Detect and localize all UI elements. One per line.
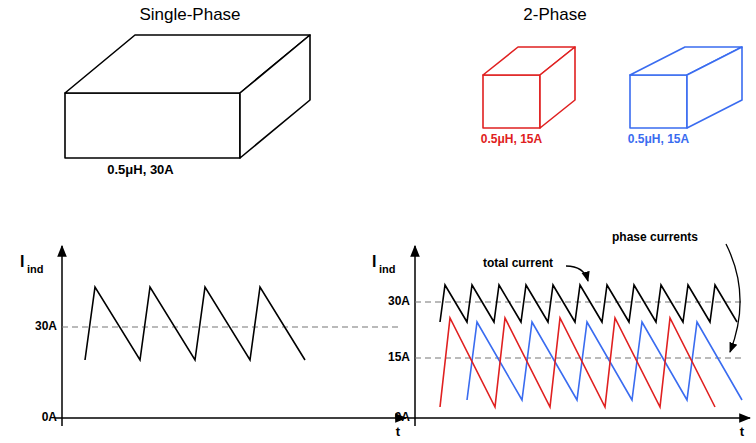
total-current [440,285,737,322]
y-axis [414,246,416,426]
tick-label: 0A [395,411,410,424]
tick-label: 15A [388,351,410,364]
y-axis [61,246,63,426]
box-face [540,47,575,128]
inductor-outline [65,35,312,160]
tick-label: 30A [388,295,410,308]
axis-label: I [20,253,24,271]
column-heading: Single-Phase [139,6,240,25]
box-face [240,35,310,158]
box-face [687,47,742,128]
annotation: total current [483,257,553,270]
inductor-rating: 0.5μH, 30A [107,163,174,177]
axis-label: t [396,425,400,439]
tick-label: 0A [42,411,57,424]
reference-line [415,301,745,302]
tick-label: 30A [35,320,57,333]
phase-current [467,322,742,400]
leader-arrow [566,266,588,281]
axis-label-subscript: ind [379,263,396,275]
x-axis [55,417,406,419]
inductor-box: 0.5μH, 30A [65,35,310,179]
inductor-outline [483,47,577,130]
inductor-rating: 0.5μH, 15A [628,133,689,146]
inductor-box: 0.5μH, 15A [630,47,742,148]
x-axis [408,417,750,419]
axis-label-subscript: ind [27,263,44,275]
axis-label: t [740,425,744,439]
phase-current [440,318,715,407]
box-face [630,75,687,128]
box-face [65,93,240,158]
leader-arrow [726,244,740,352]
box-face [483,75,540,128]
inductor-current [85,287,305,360]
axis-label: I [372,253,376,271]
reference-line [62,326,400,327]
waveforms [85,285,742,407]
inductor-rating: 0.5μH, 15A [481,133,542,146]
inductor-box: 0.5μH, 15A [483,47,575,148]
annotation: phase currents [612,231,698,244]
inductor-outline [630,47,744,130]
column-heading: 2-Phase [523,6,586,25]
